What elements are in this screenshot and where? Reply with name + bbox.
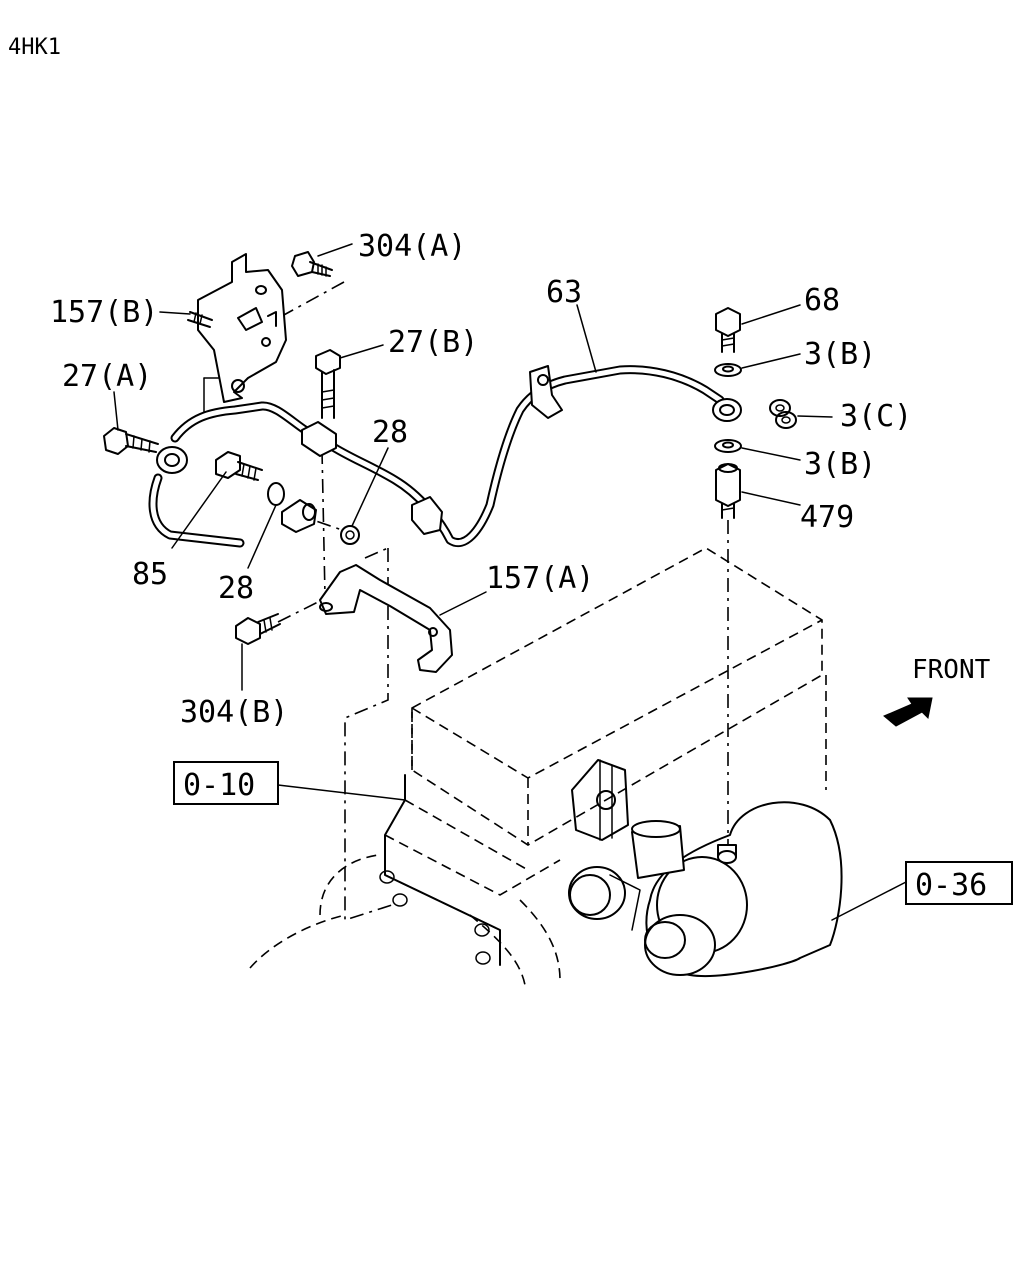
model-code: 4HK1 [8, 35, 61, 60]
front-label: FRONT [912, 655, 991, 685]
label-28-bottom: 28 [218, 571, 254, 606]
label-3c: 3(C) [840, 399, 912, 434]
label-27a: 27(A) [62, 359, 152, 394]
label-157a: 157(A) [486, 561, 594, 596]
label-3b-bottom: 3(B) [804, 447, 876, 482]
label-27b: 27(B) [388, 325, 478, 360]
label-85: 85 [132, 557, 168, 592]
part-labels: 304(A) 157(B) 27(B) 27(A) 63 68 3(B) 3(C… [50, 229, 912, 730]
reference-box-0-10[interactable]: 0-10 [173, 761, 279, 805]
leader-lines [113, 243, 907, 921]
label-479: 479 [800, 500, 854, 535]
front-indicator: FRONT [883, 655, 991, 727]
oil-pipe-63 [148, 365, 742, 548]
hardware [103, 251, 797, 645]
bracket-157b [197, 253, 287, 403]
label-304a: 304(A) [358, 229, 466, 264]
label-304b: 304(B) [180, 695, 288, 730]
front-arrow-icon [883, 697, 933, 727]
ref-label-0-36: 0-36 [915, 868, 987, 903]
label-63: 63 [546, 275, 582, 310]
label-28-top: 28 [372, 415, 408, 450]
reference-box-0-36[interactable]: 0-36 [905, 861, 1013, 905]
ref-label-0-10: 0-10 [183, 768, 255, 803]
bracket-157a [319, 564, 453, 673]
label-157b: 157(B) [50, 295, 158, 330]
engine-block [249, 547, 843, 986]
label-68: 68 [804, 283, 840, 318]
label-3b-top: 3(B) [804, 337, 876, 372]
